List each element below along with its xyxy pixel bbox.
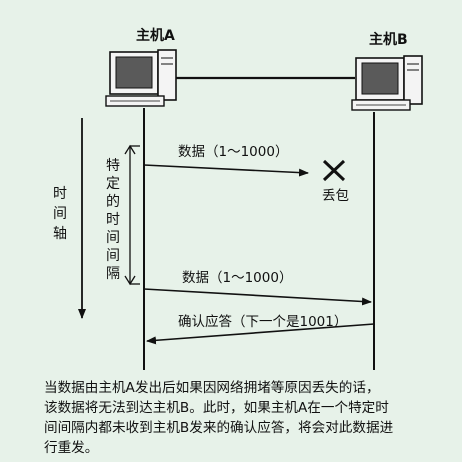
- svg-text:时: 时: [106, 212, 120, 228]
- svg-text:隔: 隔: [106, 266, 120, 282]
- packet-lost-label: 丢包: [322, 188, 349, 204]
- caption-line: 当数据由主机A发出后如果因网络拥堵等原因丢失的话，: [44, 380, 380, 396]
- svg-text:间: 间: [106, 248, 120, 264]
- ack-arrow: [146, 323, 375, 345]
- second-send-label: 数据（1～1000）: [182, 270, 292, 286]
- interval-label: 特 定 的 时 间 间 隔: [106, 158, 120, 282]
- first-send-label: 数据（1～1000）: [178, 144, 288, 160]
- time-axis-label: 时 间 轴: [53, 186, 67, 242]
- svg-text:间: 间: [53, 206, 67, 222]
- svg-text:特: 特: [106, 158, 120, 174]
- host-b-computer-icon: [351, 55, 423, 111]
- packet-lost-x-icon: [322, 159, 346, 182]
- host-b-label: 主机B: [369, 31, 408, 48]
- svg-text:定: 定: [106, 176, 120, 192]
- caption-line: 该数据将无法到达主机B。此时，如果主机A在一个特定时: [44, 400, 389, 416]
- ack-label: 确认应答（下一个是1001）: [178, 313, 347, 330]
- svg-text:时: 时: [53, 186, 67, 202]
- svg-text:轴: 轴: [53, 226, 67, 242]
- second-send-arrow: [143, 288, 372, 306]
- host-a-computer-icon: [105, 49, 177, 107]
- caption: 当数据由主机A发出后如果因网络拥堵等原因丢失的话， 该数据将无法到达主机B。此时…: [44, 378, 454, 458]
- svg-text:间: 间: [106, 230, 120, 246]
- caption-line: 行重发。: [44, 440, 99, 456]
- caption-line: 间间隔内都未收到主机B发来的确认应答，将会对此数据进: [44, 420, 394, 436]
- interval-bracket: [124, 144, 140, 286]
- svg-text:的: 的: [106, 194, 120, 210]
- first-send-arrow: [143, 164, 309, 177]
- host-a-label: 主机A: [136, 27, 175, 44]
